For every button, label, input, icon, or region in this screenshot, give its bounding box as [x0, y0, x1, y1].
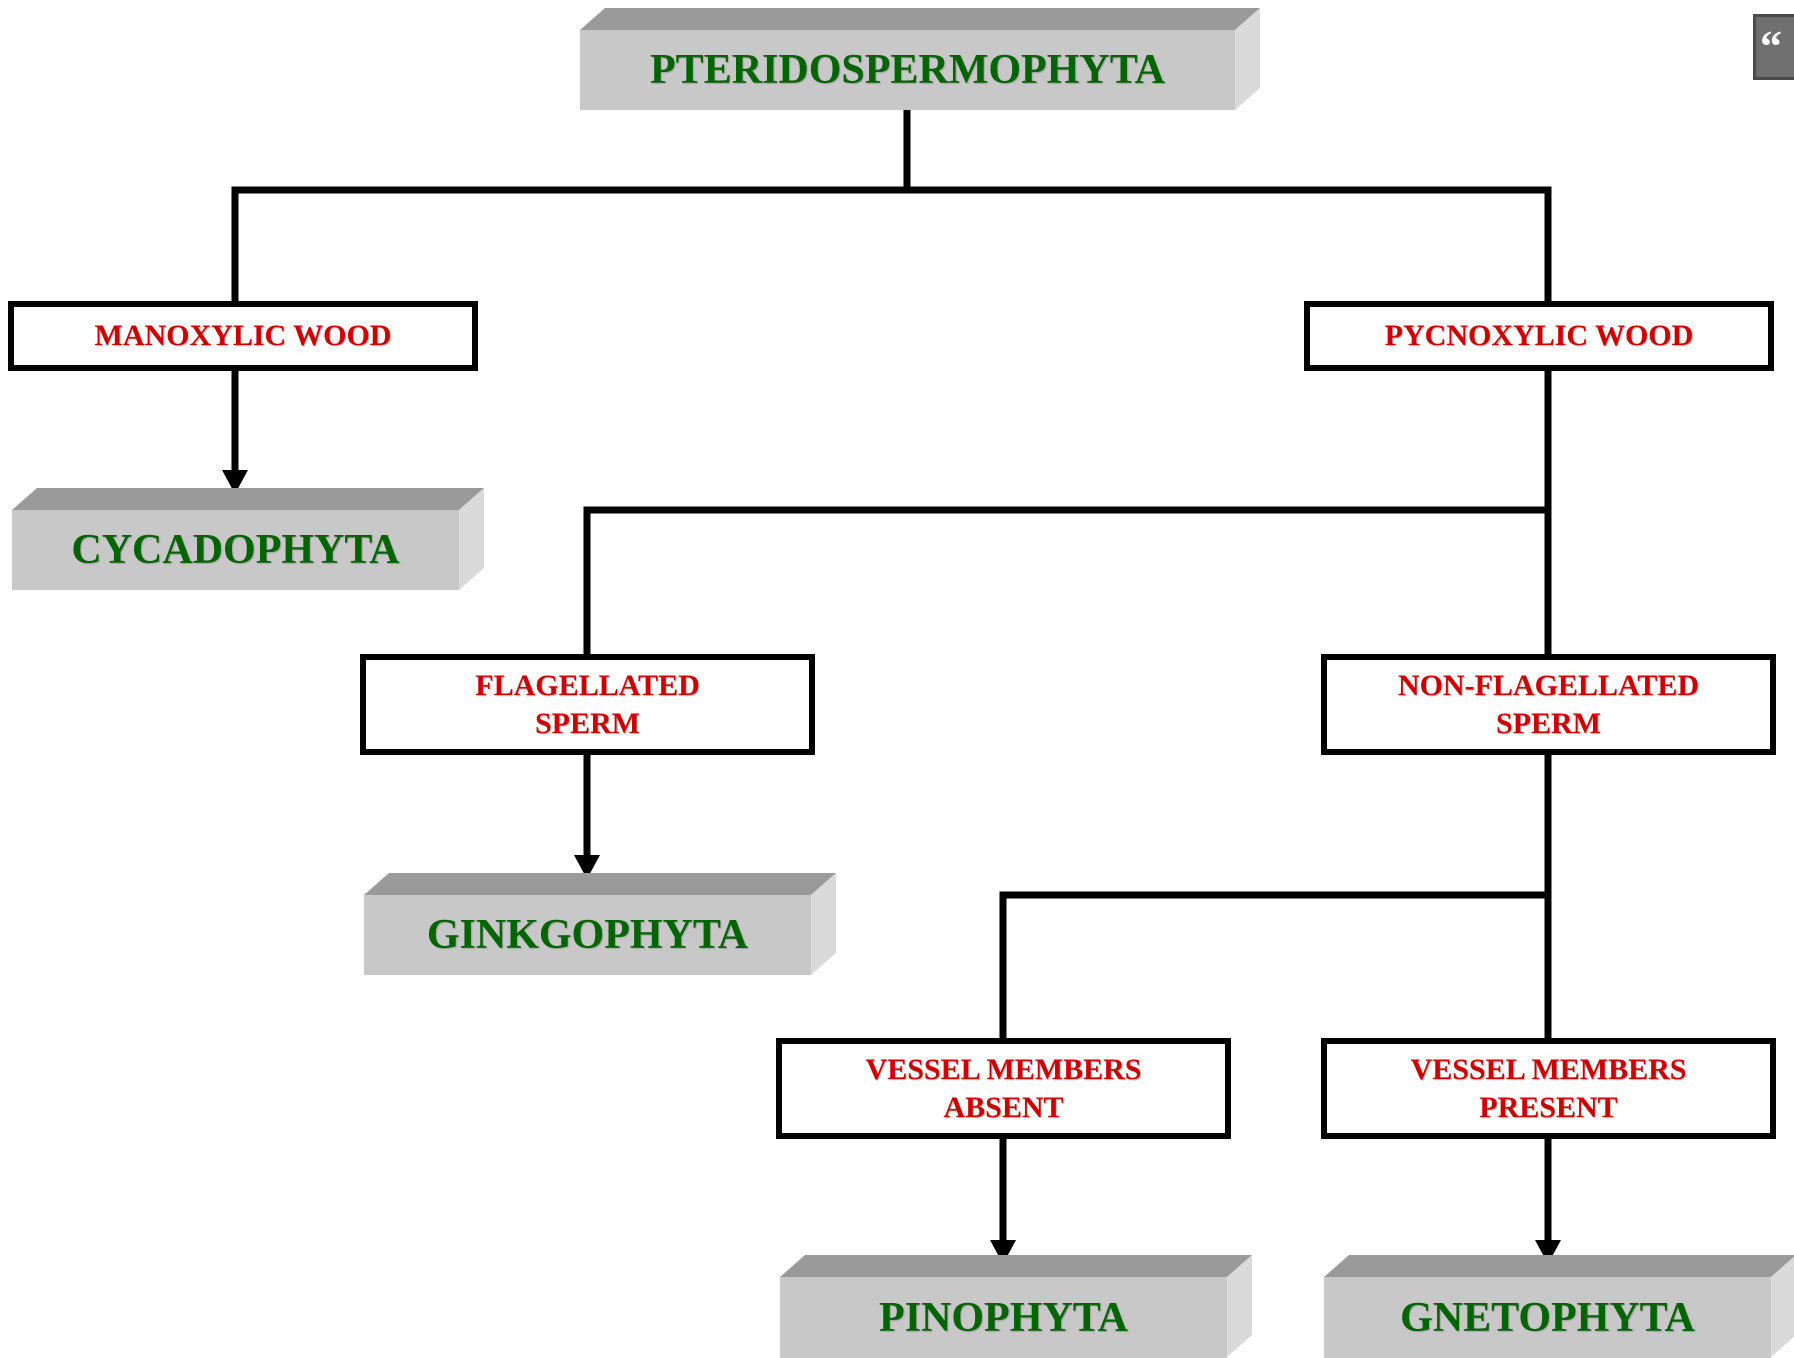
taxon-cycadophyta: CYCADOPHYTA [71, 527, 400, 573]
quote-badge-icon[interactable]: “ [1753, 14, 1794, 80]
block-ginkgophyta [364, 873, 836, 975]
quote-glyph: “ [1760, 22, 1782, 71]
character-flagellated-sperm: FLAGELLATED SPERM [360, 654, 815, 755]
arrowhead-gnetophyta [1535, 1240, 1561, 1264]
block-gnetophyta [1324, 1255, 1794, 1358]
arrowhead-ginkgophyta [574, 855, 600, 879]
taxon-pinophyta: PINOPHYTA [879, 1294, 1128, 1341]
character-manoxylic-wood: MANOXYLIC WOOD [8, 301, 478, 371]
arrowhead-cycadophyta [222, 470, 248, 494]
character-non-flagellated-label: NON-FLAGELLATED SPERM [1397, 668, 1700, 740]
block-cycadophyta [12, 488, 484, 590]
block-pteridospermophyta [580, 8, 1260, 110]
character-vessel-members-absent: VESSEL MEMBERS ABSENT [776, 1038, 1231, 1139]
character-manoxylic-label: MANOXYLIC WOOD [94, 319, 392, 352]
arrowhead-pinophyta [990, 1240, 1016, 1264]
character-vessel-members-present: VESSEL MEMBERS PRESENT [1321, 1038, 1776, 1139]
block-pinophyta [780, 1255, 1252, 1358]
character-non-flagellated-sperm: NON-FLAGELLATED SPERM [1321, 654, 1776, 755]
taxon-gnetophyta: GNETOPHYTA [1400, 1294, 1695, 1341]
character-vessel-absent-label: VESSEL MEMBERS ABSENT [865, 1052, 1142, 1124]
character-pycnoxylic-wood: PYCNOXYLIC WOOD [1304, 301, 1774, 371]
character-vessel-present-label: VESSEL MEMBERS PRESENT [1410, 1052, 1687, 1124]
taxon-ginkgophyta: GINKGOPHYTA [426, 912, 749, 958]
taxon-pteridospermophyta: PTERIDOSPERMOPHYTA [650, 47, 1165, 93]
character-pycnoxylic-label: PYCNOXYLIC WOOD [1384, 319, 1694, 352]
character-flagellated-label: FLAGELLATED SPERM [475, 668, 700, 740]
